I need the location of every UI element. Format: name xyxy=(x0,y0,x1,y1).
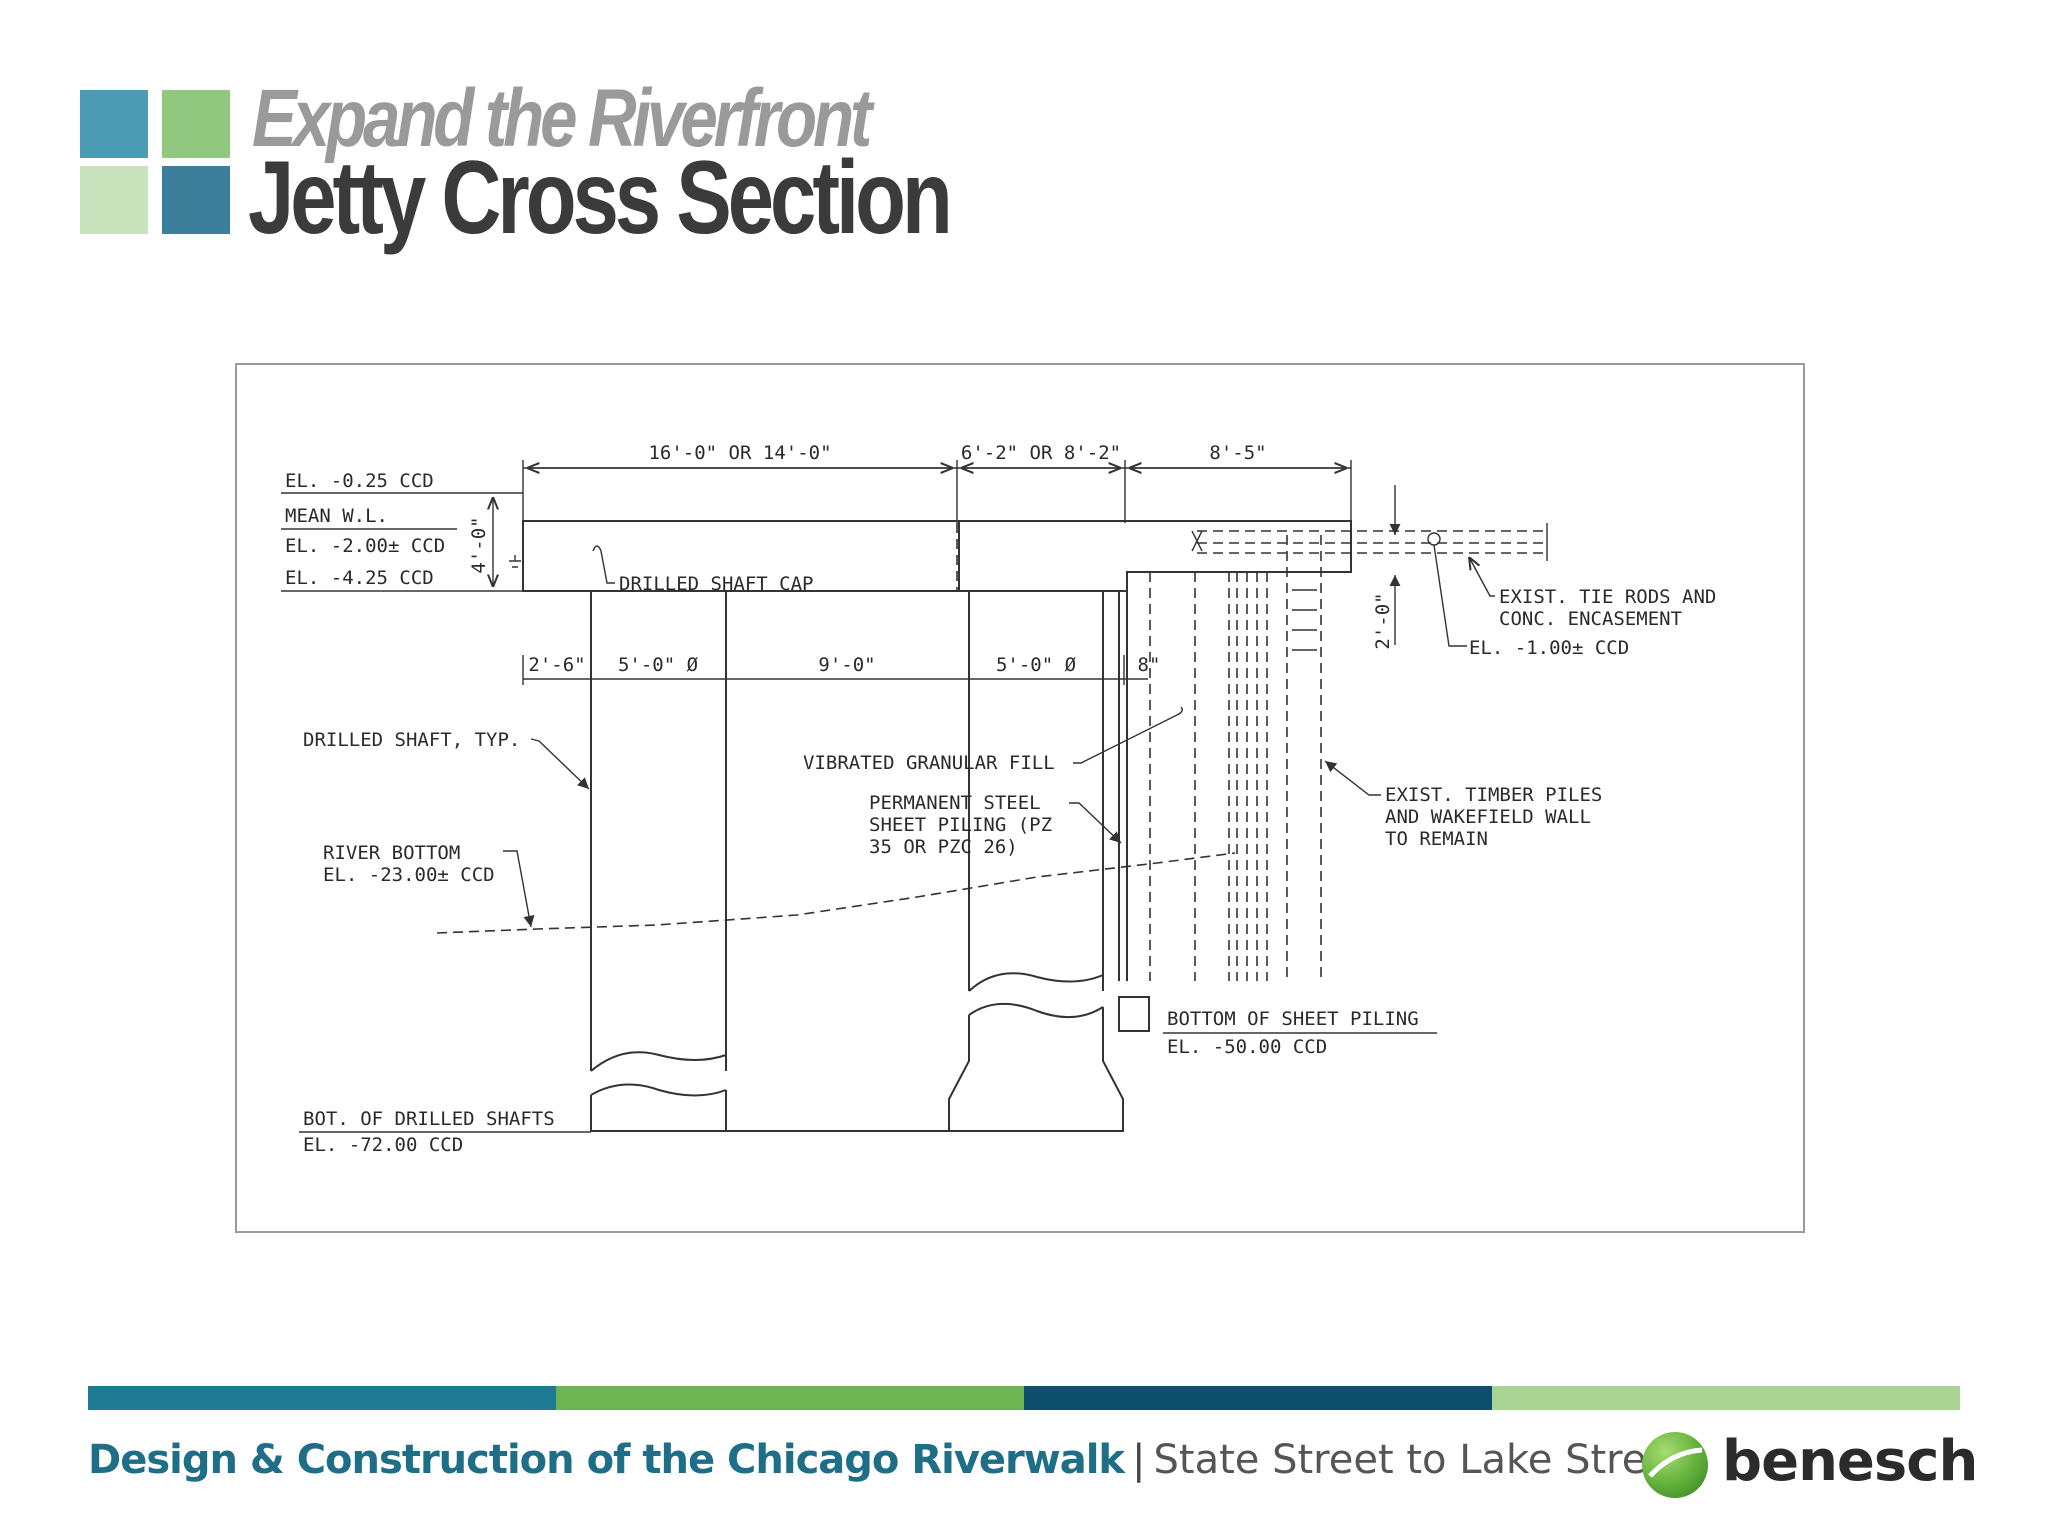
label-sheet-piling-2: SHEET PILING (PZ xyxy=(869,814,1052,836)
label-sheet-piling-3: 35 OR PZC 26) xyxy=(869,836,1018,858)
top-dimension-line xyxy=(522,460,1352,523)
logo-square-green xyxy=(162,90,230,158)
label-bot-shafts-el: EL. -72.00 CCD xyxy=(303,1134,463,1156)
brand-name: benesch xyxy=(1722,1429,1978,1494)
logo-square-teal xyxy=(80,90,148,158)
label-timber-3: TO REMAIN xyxy=(1385,828,1488,850)
slide-subtitle: Expand the Riverfront xyxy=(252,73,872,164)
logo-squares xyxy=(80,90,230,240)
tie-rod-el-leader xyxy=(1433,544,1467,647)
el-bottom-of-cap: EL. -4.25 CCD xyxy=(285,567,434,589)
footer-separator: | xyxy=(1132,1437,1146,1483)
cap-leader xyxy=(592,545,615,584)
label-timber-2: AND WAKEFIELD WALL xyxy=(1385,806,1591,828)
footer-project: Design & Construction of the Chicago Riv… xyxy=(88,1437,1125,1483)
benesch-logo: benesch xyxy=(1642,1430,1978,1500)
label-bottom-sheet-el: EL. -50.00 CCD xyxy=(1167,1036,1327,1058)
label-tie-rods-2: CONC. ENCASEMENT xyxy=(1499,608,1682,630)
footer-stripe-teal xyxy=(88,1386,556,1410)
footer-project-line: Design & Construction of the Chicago Riv… xyxy=(88,1440,1687,1480)
river-bottom-line xyxy=(436,852,1236,934)
drawing-frame: 16'-0" OR 14'-0" 6'-2" OR 8'-2" 8'-5" EL… xyxy=(235,363,1805,1233)
dim-edge: 2'-6" xyxy=(528,654,585,676)
dim-right-height: 2'-0" xyxy=(1372,592,1394,649)
label-granular-fill: VIBRATED GRANULAR FILL xyxy=(803,752,1055,774)
footer-stripe-pale-green xyxy=(1492,1386,1960,1410)
label-bottom-sheet: BOTTOM OF SHEET PILING xyxy=(1167,1008,1419,1030)
cross-section-drawing: 16'-0" OR 14'-0" 6'-2" OR 8'-2" 8'-5" EL… xyxy=(281,442,1716,1156)
label-river-bottom: RIVER BOTTOM xyxy=(323,842,460,864)
dim-pile-gap: 8" xyxy=(1138,654,1161,676)
label-drilled-shaft: DRILLED SHAFT, TYP. xyxy=(303,729,520,751)
logo-square-pale-green xyxy=(80,166,148,234)
drilled-shaft-right xyxy=(726,591,1124,1132)
label-timber-1: EXIST. TIMBER PILES xyxy=(1385,784,1602,806)
footer-stripe-green xyxy=(556,1386,1024,1410)
footer-segment: State Street to Lake Street xyxy=(1153,1437,1687,1483)
footer-stripe-navy xyxy=(1024,1386,1492,1410)
label-bot-shafts: BOT. OF DRILLED SHAFTS xyxy=(303,1108,555,1130)
label-river-bottom-el: EL. -23.00± CCD xyxy=(323,864,495,886)
globe-swoosh-icon xyxy=(1642,1432,1708,1498)
label-tie-rods-1: EXIST. TIE RODS AND xyxy=(1499,586,1716,608)
el-mean-wl: EL. -2.00± CCD xyxy=(285,535,445,557)
label-sheet-piling-1: PERMANENT STEEL xyxy=(869,792,1041,814)
label-shaft-cap: DRILLED SHAFT CAP xyxy=(619,573,813,595)
mean-wl-label: MEAN W.L. xyxy=(285,505,388,527)
cap-extension xyxy=(959,520,1352,592)
slide-title: Jetty Cross Section xyxy=(248,140,953,256)
sheet-piling xyxy=(1118,572,1151,1032)
el-top-of-cap: EL. -0.25 CCD xyxy=(285,470,434,492)
shaft-cap-body xyxy=(522,520,960,592)
label-tie-rods-el: EL. -1.00± CCD xyxy=(1469,637,1629,659)
dim-right-width: 8'-5" xyxy=(1209,442,1266,464)
dim-cap-width: 16'-0" OR 14'-0" xyxy=(648,442,831,464)
timber-piles xyxy=(1194,535,1322,981)
dim-shaft-spacing: 9'-0" xyxy=(818,654,875,676)
logo-square-dark-teal xyxy=(162,166,230,234)
dim-cap-height: 4'-0" xyxy=(468,516,490,573)
fill-leader xyxy=(1073,706,1184,764)
dim-shaft-2: 5'-0" Ø xyxy=(996,654,1077,676)
dim-middle-width: 6'-2" OR 8'-2" xyxy=(961,442,1121,464)
water-level-icon xyxy=(509,555,521,568)
dim-shaft-1: 5'-0" Ø xyxy=(618,654,699,676)
drilled-shaft-left xyxy=(590,591,727,1132)
tie-rods xyxy=(1191,523,1548,561)
